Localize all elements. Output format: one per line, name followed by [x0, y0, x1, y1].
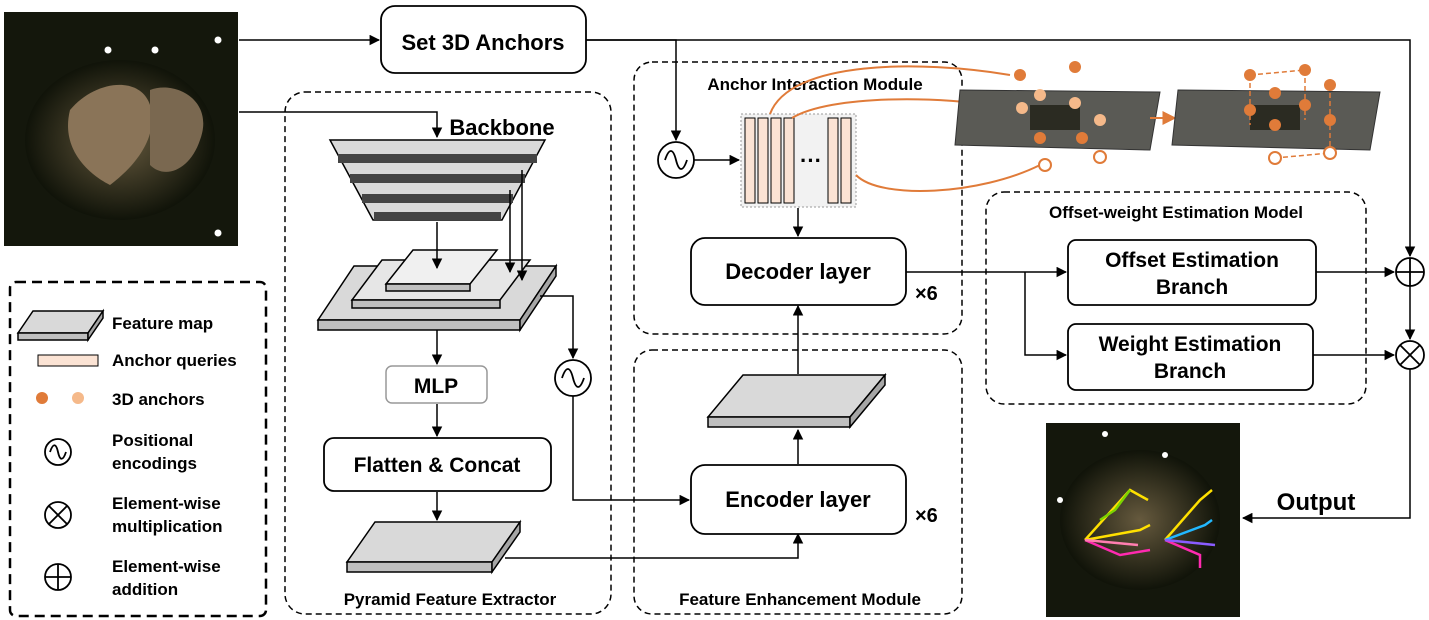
decoder-to-weight-arrow	[1024, 272, 1068, 361]
legend-posenc-line1: Positional	[112, 431, 193, 450]
encoded-feature-map	[706, 372, 887, 430]
posenc-to-encoder-arrow	[572, 396, 691, 506]
anchor-group-label: Anchor Interaction Module	[707, 75, 922, 94]
backbone-block	[328, 139, 547, 221]
decoder-repeat: ×6	[915, 283, 938, 305]
legend-mult-line1: Element-wise	[112, 494, 221, 513]
encoder-repeat: ×6	[915, 505, 938, 527]
legend-box	[8, 280, 268, 618]
mlp-label: MLP	[414, 375, 458, 398]
flat-to-encoder-arrow	[505, 532, 804, 559]
output-label: Output	[1277, 489, 1356, 516]
anchors-to-add-arrow	[586, 39, 1416, 258]
offset-branch-line2: Branch	[1156, 276, 1228, 299]
flat-feature-map	[345, 519, 522, 575]
legend-anchor-light-icon	[72, 392, 84, 404]
pyramid-arrows	[431, 170, 528, 522]
flatten-label: Flatten & Concat	[354, 454, 521, 477]
encoder-node	[690, 464, 907, 535]
offset-branch-line1: Offset Estimation	[1105, 249, 1279, 272]
set-anchors-label: Set 3D Anchors	[401, 30, 564, 55]
legend-feature-map-label: Feature map	[112, 314, 213, 333]
decoder-label: Decoder layer	[725, 259, 871, 284]
backbone-label: Backbone	[449, 115, 554, 140]
encoder-label: Encoder layer	[725, 487, 871, 512]
image-to-backbone-arrow	[239, 111, 443, 139]
pyramid-group	[284, 91, 612, 615]
legend-posenc-line2: encodings	[112, 454, 197, 473]
pyramid-to-posenc-arrow	[540, 295, 579, 360]
legend-anchors-label: 3D anchors	[112, 390, 205, 409]
enhance-group-label: Feature Enhancement Module	[679, 590, 921, 609]
orange-curve-top	[769, 65, 1011, 115]
offset-weight-group	[985, 191, 1367, 405]
flatten-node	[323, 437, 552, 492]
weight-branch-line1: Weight Estimation	[1099, 333, 1282, 356]
weight-branch-node	[1067, 323, 1314, 391]
mult-to-output-arrow	[1241, 369, 1411, 524]
legend-add-line1: Element-wise	[112, 557, 221, 576]
anchors-to-posenc-arrow	[586, 39, 682, 142]
legend-feature-map-icon	[16, 308, 105, 343]
legend-mult-line2: multiplication	[112, 517, 223, 536]
legend-anchor-dark-icon	[36, 392, 48, 404]
anchor-queries-block	[740, 113, 857, 208]
legend-anchor-queries-label: Anchor queries	[112, 351, 237, 370]
legend-anchor-queries-icon	[37, 354, 99, 367]
legend-add-line2: addition	[112, 580, 178, 599]
mlp-node	[385, 365, 488, 404]
anchor-plane-1	[954, 61, 1161, 172]
offset-weight-group-label: Offset-weight Estimation Model	[1049, 203, 1303, 222]
pyramid-group-label: Pyramid Feature Extractor	[344, 590, 557, 609]
weight-branch-line2: Branch	[1154, 360, 1226, 383]
anchor-plane-2	[1171, 64, 1381, 165]
input-image	[4, 12, 238, 246]
queries-ellipsis: ···	[800, 148, 822, 173]
output-image	[1046, 423, 1240, 617]
orange-curve-bottom	[855, 164, 1041, 192]
